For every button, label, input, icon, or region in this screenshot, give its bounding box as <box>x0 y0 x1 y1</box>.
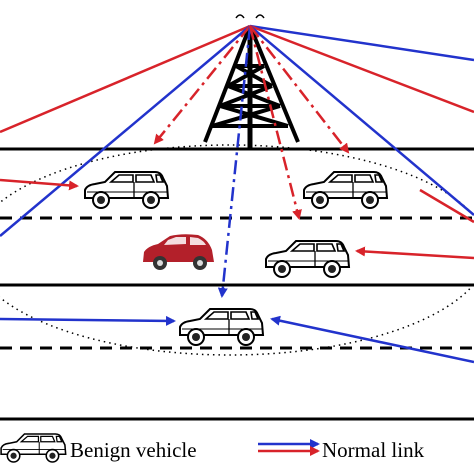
legend-benign-label: Benign vehicle <box>70 438 197 462</box>
tower-links <box>0 24 474 237</box>
legend-vehicle-icon <box>0 433 67 463</box>
coverage-area <box>0 144 474 356</box>
v2v-links <box>0 178 474 364</box>
vehicle-middle-right <box>265 240 350 278</box>
cell-tower-icon <box>203 14 300 150</box>
hatchback-icon <box>143 234 214 270</box>
legend: Benign vehicle Normal link <box>0 433 425 463</box>
dashdot-links <box>153 25 350 298</box>
vehicle-top-left <box>84 171 169 209</box>
legend-normal-link-label: Normal link <box>322 438 425 462</box>
road-lines <box>0 147 474 421</box>
vehicle-bottom <box>179 308 264 346</box>
vehicle-top-right <box>303 171 388 209</box>
